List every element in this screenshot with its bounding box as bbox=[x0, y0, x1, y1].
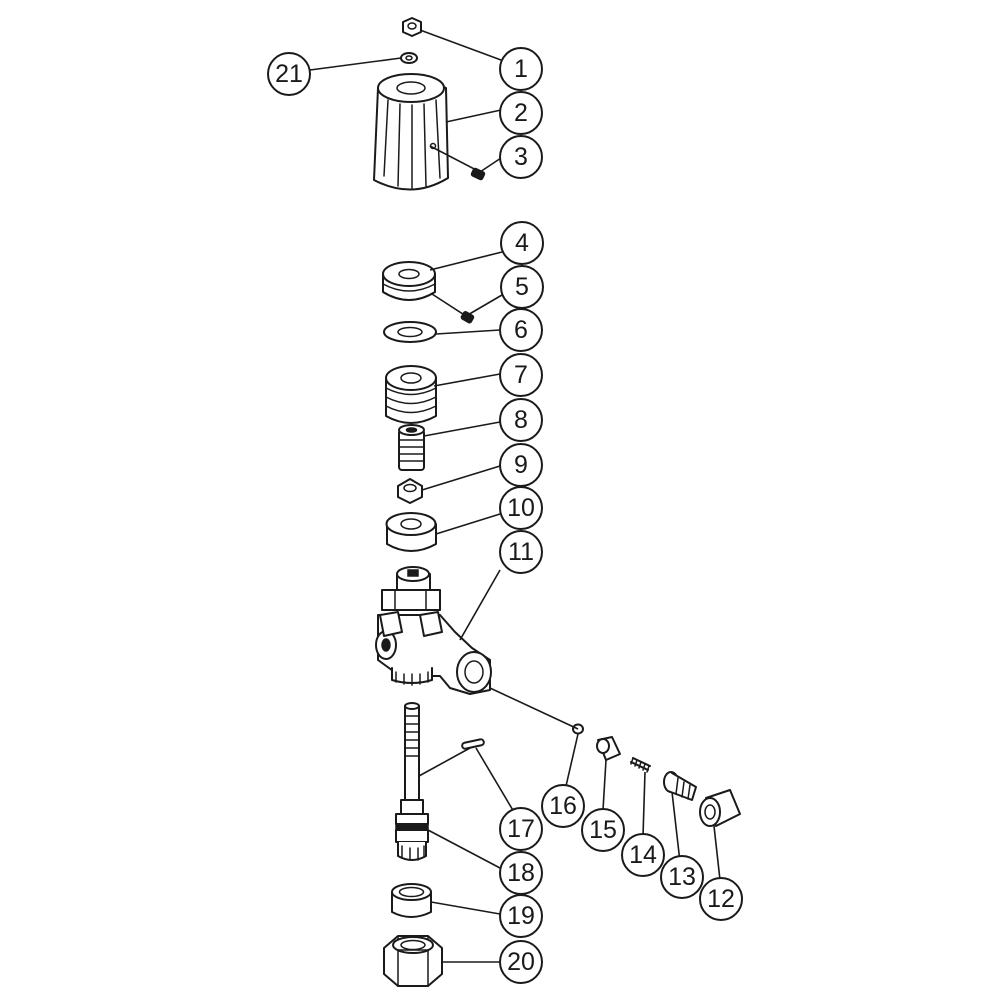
callout-1: 1 bbox=[499, 47, 543, 91]
callout-18: 18 bbox=[499, 851, 543, 895]
part-17-pin bbox=[461, 738, 485, 750]
callout-6-label: 6 bbox=[514, 316, 528, 344]
callout-19-label: 19 bbox=[507, 902, 535, 930]
callout-20-label: 20 bbox=[507, 948, 535, 976]
callout-1-label: 1 bbox=[514, 55, 528, 83]
callout-16: 16 bbox=[541, 784, 585, 828]
leader-16 bbox=[565, 733, 579, 787]
leader-11 bbox=[459, 569, 501, 641]
leader-21 bbox=[309, 57, 402, 71]
leader-8 bbox=[423, 421, 501, 437]
callout-5-label: 5 bbox=[515, 273, 529, 301]
callout-13: 13 bbox=[660, 855, 704, 899]
callout-17-label: 17 bbox=[507, 815, 535, 843]
callout-10: 10 bbox=[499, 486, 543, 530]
callout-2-label: 2 bbox=[514, 99, 528, 127]
callout-15-label: 15 bbox=[589, 816, 617, 844]
part-14-small-spring bbox=[630, 757, 651, 773]
leader-14 bbox=[642, 771, 646, 837]
part-21-washer bbox=[400, 52, 418, 64]
part-2-knob bbox=[373, 73, 449, 191]
leader-17a bbox=[418, 747, 471, 777]
callout-17: 17 bbox=[499, 807, 543, 851]
leader-5 bbox=[431, 293, 503, 317]
leader-17b bbox=[475, 747, 515, 813]
callout-10-label: 10 bbox=[507, 494, 535, 522]
leader-3 bbox=[429, 145, 502, 173]
leader-4 bbox=[429, 251, 503, 271]
leader-lines bbox=[309, 29, 721, 963]
callout-8: 8 bbox=[499, 398, 543, 442]
part-15-seat bbox=[596, 736, 621, 761]
callout-16-label: 16 bbox=[549, 792, 577, 820]
callout-13-label: 13 bbox=[668, 863, 696, 891]
leader-15 bbox=[602, 759, 607, 811]
leader-18 bbox=[427, 829, 501, 869]
part-7-spring bbox=[385, 365, 437, 424]
callout-9-label: 9 bbox=[514, 451, 528, 479]
leader-13 bbox=[671, 791, 681, 863]
leader-1 bbox=[419, 29, 502, 61]
callout-20: 20 bbox=[499, 940, 543, 984]
callout-8-label: 8 bbox=[514, 406, 528, 434]
callout-4: 4 bbox=[500, 221, 544, 265]
part-11-valve-body bbox=[375, 566, 492, 695]
callout-14-label: 14 bbox=[629, 841, 657, 869]
leader-port bbox=[489, 687, 579, 730]
leader-19 bbox=[430, 901, 501, 915]
part-19-ring bbox=[391, 883, 432, 918]
callout-21: 21 bbox=[267, 52, 311, 96]
callout-12-label: 12 bbox=[707, 885, 735, 913]
leader-7 bbox=[433, 373, 501, 387]
callout-15: 15 bbox=[581, 808, 625, 852]
part-10-bushing bbox=[385, 512, 437, 552]
callout-11-label: 11 bbox=[508, 538, 534, 566]
callout-21-label: 21 bbox=[275, 60, 303, 88]
leader-12 bbox=[713, 825, 721, 881]
callout-5: 5 bbox=[500, 265, 544, 309]
callout-18-label: 18 bbox=[507, 859, 535, 887]
part-20-hex-fitting bbox=[383, 935, 443, 987]
part-13-poppet bbox=[663, 771, 697, 801]
part-18-valve-stem bbox=[395, 702, 429, 861]
part-12-plug bbox=[699, 789, 741, 827]
leader-9 bbox=[421, 465, 501, 491]
leader-10 bbox=[435, 513, 501, 535]
callout-2: 2 bbox=[499, 91, 543, 135]
callout-6: 6 bbox=[499, 308, 543, 352]
callout-3: 3 bbox=[499, 135, 543, 179]
callout-19: 19 bbox=[499, 894, 543, 938]
callout-7-label: 7 bbox=[514, 361, 528, 389]
callout-7: 7 bbox=[499, 353, 543, 397]
leader-6 bbox=[435, 329, 501, 335]
callout-9: 9 bbox=[499, 443, 543, 487]
part-1-nut bbox=[402, 17, 422, 37]
callout-14: 14 bbox=[621, 833, 665, 877]
part-9-hex-nut bbox=[397, 478, 423, 504]
leader-2 bbox=[445, 109, 502, 123]
part-4-cap bbox=[382, 261, 436, 301]
callout-4-label: 4 bbox=[515, 229, 529, 257]
part-8-threaded-sleeve bbox=[398, 424, 425, 471]
callout-12: 12 bbox=[699, 877, 743, 921]
part-6-washer bbox=[383, 321, 437, 343]
callout-11: 11 bbox=[499, 530, 543, 574]
callout-3-label: 3 bbox=[514, 143, 528, 171]
